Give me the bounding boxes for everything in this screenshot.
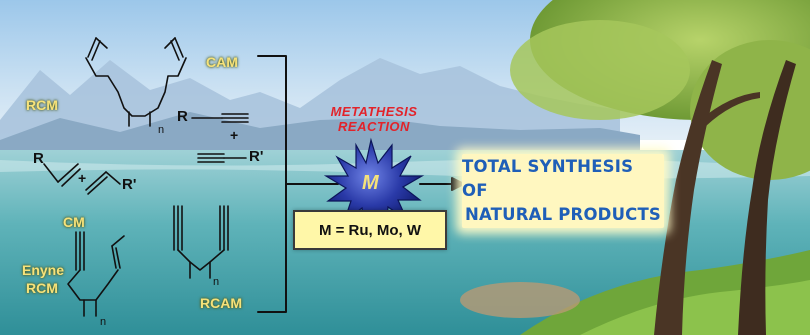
label-rcm: RCM [26,97,58,113]
tree-foliage [510,20,690,120]
cm-plus: + [78,170,87,186]
target-line-2: NATURAL PRODUCTS [464,205,662,224]
shore-rocks [460,282,580,318]
catalyst-label: M = Ru, Mo, W [318,221,422,239]
header-line-2: REACTION [338,119,410,134]
cam-r-prime: R' [249,148,264,165]
tree-branch [700,92,760,126]
cam-alkynes [191,113,249,163]
rcam-diyne [173,205,229,279]
tree-trunk [654,60,722,335]
reaction-bracket [257,55,465,313]
cam-r: R [177,108,188,125]
label-enyne: Enyne [22,262,65,278]
label-enyne-rcm: RCM [26,280,58,296]
near-hills [0,112,640,160]
header-line-1: METATHESIS [330,104,418,119]
cam-plus: + [230,127,239,143]
label-cam: CAM [206,54,238,70]
metathesis-header: METATHESIS REACTION [314,104,434,134]
chem-structures [43,37,465,317]
tree-foliage [690,40,810,180]
label-rcam: RCAM [200,295,242,311]
catalyst-box: M = Ru, Mo, W [293,210,447,250]
target-box: TOTAL SYNTHESIS OF NATURAL PRODUCTS [462,154,664,228]
metal-symbol: M [362,172,379,194]
rcm-n: n [158,124,165,136]
enyne-rcm [67,231,125,317]
cm-alkenes [43,163,121,195]
rcm-diene [85,37,187,127]
cm-r-prime: R' [122,176,137,193]
tree-trunk [738,60,796,335]
rcam-n: n [213,276,220,288]
enyne-n: n [100,316,107,328]
target-line-1: TOTAL SYNTHESIS OF [462,157,634,200]
cm-r: R [33,150,44,167]
label-cm: CM [63,214,85,230]
